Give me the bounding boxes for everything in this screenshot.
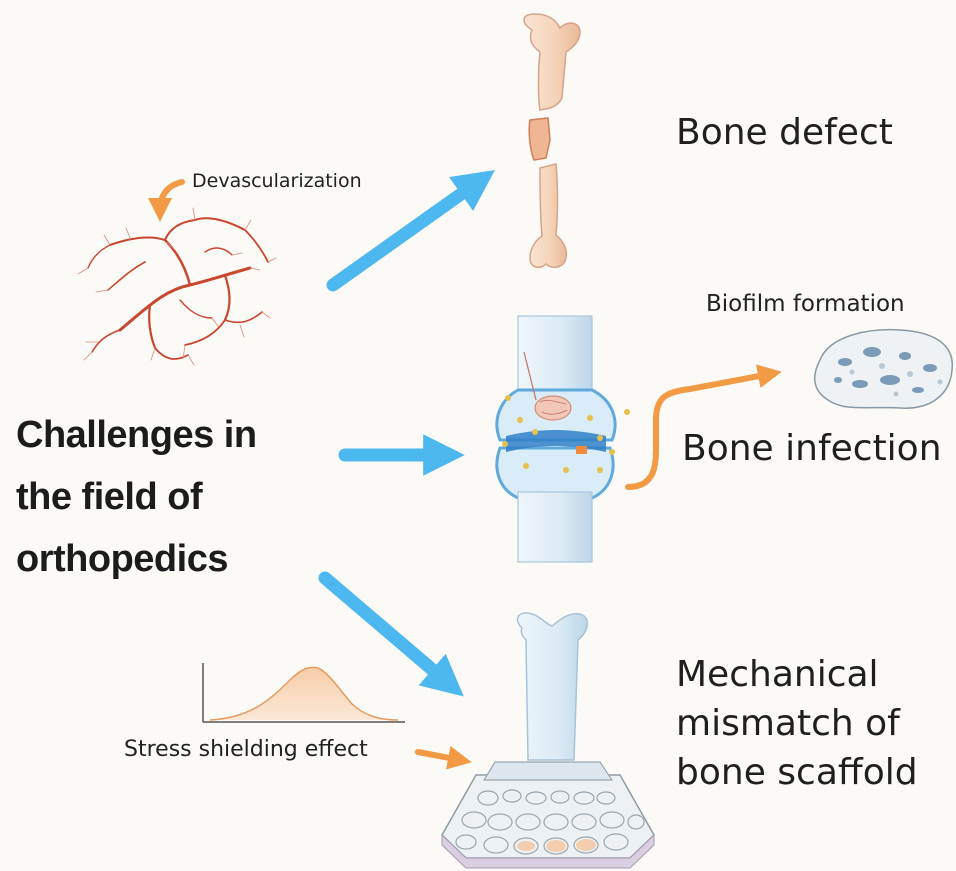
- stress-distribution-curve: [203, 663, 405, 722]
- mismatch-label-line-3: bone scaffold: [676, 752, 918, 793]
- fractured-bone-icon: [524, 14, 580, 267]
- devascularization-label: Devascularization: [192, 170, 362, 192]
- mismatch-label-line-2: mismatch of: [676, 703, 900, 744]
- arrow-stress-shielding: [418, 752, 460, 760]
- arrow-devascularization: [160, 182, 182, 210]
- biofilm-formation-label: Biofilm formation: [706, 291, 905, 317]
- diagram-title-line-1: Challenges in: [16, 414, 257, 457]
- mismatch-label-line-1: Mechanical: [676, 654, 879, 695]
- arrow-to-scaffold: [325, 578, 448, 683]
- blood-vessel-network-icon: [78, 208, 276, 365]
- stress-shielding-label: Stress shielding effect: [124, 737, 368, 762]
- diagram-title-line-3: orthopedics: [16, 538, 228, 581]
- bone-infection-label: Bone infection: [682, 428, 942, 469]
- biofilm-icon: [815, 330, 953, 408]
- bone-defect-label: Bone defect: [676, 112, 893, 153]
- diagram-title-line-2: the field of: [16, 476, 202, 519]
- bone-scaffold-icon: [442, 613, 654, 868]
- infected-joint-icon: [497, 316, 630, 562]
- arrow-to-bone-defect: [333, 182, 478, 285]
